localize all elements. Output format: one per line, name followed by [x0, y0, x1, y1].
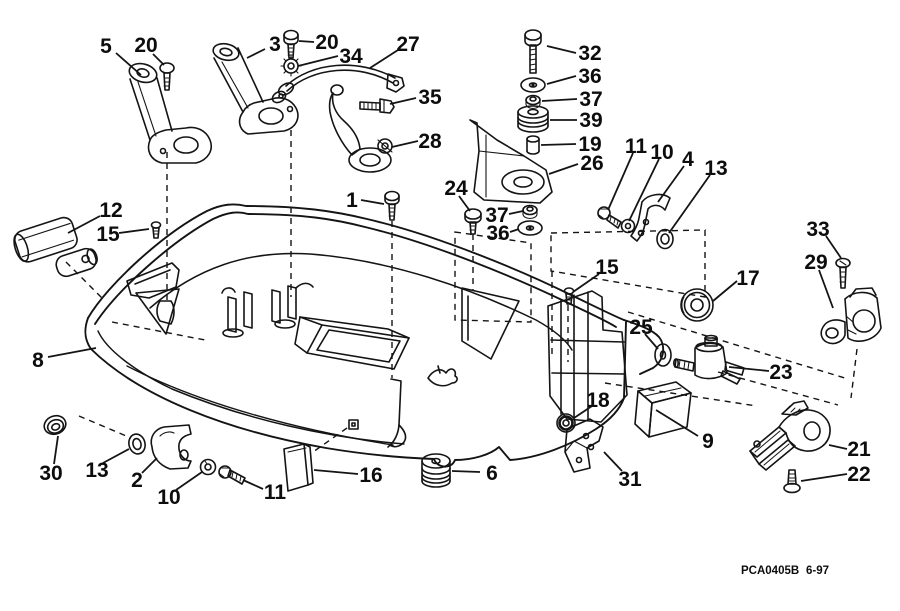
part-26-bracket: [469, 119, 553, 204]
assembly-dashed-lines: [65, 130, 858, 453]
callout-20a: 20: [134, 34, 157, 57]
callout-6: 6: [486, 462, 498, 485]
part-2-clip: [150, 424, 192, 470]
callout-17: 17: [736, 267, 759, 290]
callout-35: 35: [418, 86, 442, 109]
callout-21: 21: [847, 438, 871, 461]
part-11b-bolt: [218, 465, 246, 485]
part-35-bolt: [359, 98, 395, 114]
callout-12: 12: [99, 199, 122, 222]
part-24-screw: [464, 208, 482, 235]
callout-20b: 20: [315, 31, 338, 54]
callout-8: 8: [32, 349, 44, 372]
callout-33: 33: [806, 218, 829, 241]
callout-3: 3: [269, 33, 281, 56]
callout-9: 9: [702, 430, 714, 453]
pan-interior-details: [126, 262, 628, 448]
part-10a-washer: [620, 218, 636, 234]
part-11a-bolt: [597, 206, 622, 229]
callout-10b: 10: [157, 486, 180, 509]
callout-13b: 13: [85, 459, 108, 482]
part-30-grommet: [43, 414, 67, 436]
callout-28: 28: [418, 130, 442, 153]
footer-part-code: PCA0405B: [741, 565, 799, 577]
callout-25: 25: [629, 316, 653, 339]
callout-32: 32: [578, 42, 601, 65]
part-6-mount: [421, 453, 451, 488]
callout-34: 34: [339, 45, 363, 68]
part-18-grommet: [556, 413, 576, 433]
callout-22: 22: [847, 463, 870, 486]
lower-pan-body: [84, 203, 665, 468]
callout-36b: 36: [486, 222, 509, 245]
callout-4: 4: [682, 148, 694, 171]
callout-5: 5: [100, 35, 112, 58]
part-13b-washer: [128, 433, 146, 455]
callout-leader-lines: [47, 40, 848, 491]
part-16-pad: [283, 443, 314, 492]
part-1-bolt: [384, 190, 400, 221]
callout-11b: 11: [264, 481, 287, 504]
callout-15b: 15: [595, 256, 619, 279]
callout-27: 27: [396, 33, 419, 56]
part-32-bolt: [524, 29, 542, 74]
callout-29: 29: [804, 251, 827, 274]
callout-16: 16: [359, 464, 382, 487]
part-17-grommet: [680, 288, 714, 322]
part-29-clamp: [820, 287, 882, 345]
callout-15a: 15: [96, 223, 120, 246]
part-19-spacer: [526, 135, 540, 155]
callout-30: 30: [39, 462, 62, 485]
part-13a-washer: [656, 228, 674, 250]
part-25-washer: [654, 343, 672, 367]
part-12-mount-assembly: [13, 216, 98, 278]
callout-39: 39: [579, 109, 602, 132]
part-22-screw: [783, 469, 801, 494]
callout-18: 18: [586, 389, 610, 412]
footer-date-code: 6-97: [806, 565, 829, 577]
callout-31: 31: [618, 468, 642, 491]
callout-26: 26: [580, 152, 603, 175]
callout-1: 1: [346, 189, 358, 212]
callout-37b: 37: [485, 204, 508, 227]
callout-24: 24: [444, 177, 468, 200]
part-20b-bolt: [283, 29, 299, 59]
part-5-mount-bracket: [128, 62, 212, 164]
callout-11a: 11: [625, 135, 648, 158]
part-39-grommet: [517, 105, 549, 133]
callout-36a: 36: [578, 65, 601, 88]
part-10b-washer: [199, 458, 217, 476]
part-4-clamp: [630, 193, 671, 242]
callout-13a: 13: [704, 157, 727, 180]
part-15a-screw: [150, 221, 162, 239]
part-20a-screw: [159, 62, 175, 91]
part-21-latch-bracket: [749, 400, 831, 471]
callout-19: 19: [578, 133, 601, 156]
callout-10a: 10: [650, 141, 673, 164]
part-27-ground-strap: [271, 64, 405, 104]
part-37a-locknut: [525, 94, 541, 110]
part-3-mount-bracket: [212, 42, 299, 135]
callout-2: 2: [131, 469, 143, 492]
part-36b-washer: [517, 220, 543, 236]
part-28-bracket: [328, 84, 393, 173]
part-37b-locknut: [522, 204, 538, 220]
part-33-screw: [835, 257, 851, 289]
part-9-handle-block: [634, 381, 692, 438]
callout-23: 23: [769, 361, 792, 384]
part-23-drain-valve: [672, 334, 745, 385]
callout-37a: 37: [579, 88, 602, 111]
part-31-bracket: [564, 418, 604, 473]
part-36a-washer: [520, 77, 546, 93]
